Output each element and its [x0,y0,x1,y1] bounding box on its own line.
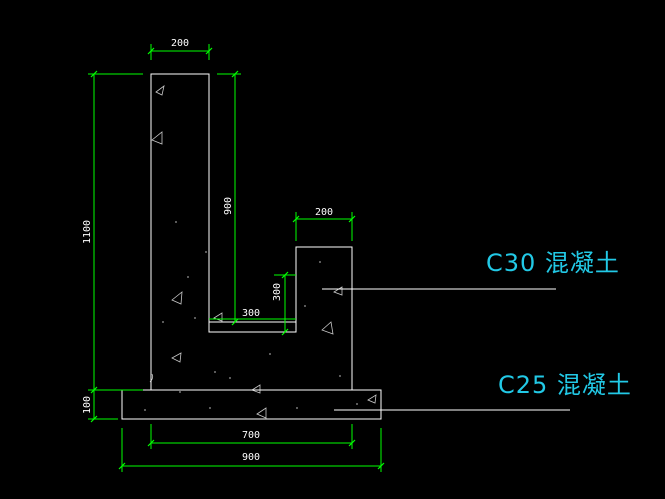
dim-tick [118,462,126,470]
dim-tick [147,439,155,447]
structure-outline [121,73,382,420]
concrete-hatch [149,85,377,419]
hatch-dot [144,409,146,411]
hatch-mark [171,352,182,363]
dimension-ticks [90,47,385,470]
trough-bottom-line [208,321,297,333]
upper-concrete-outline [150,73,353,391]
dim-tick [205,47,213,55]
dim-tick [348,215,356,223]
base-slab-outline [121,389,382,420]
hatch-mark [155,85,165,96]
hatch-dot [179,391,181,393]
dim-top-200-label: 200 [171,38,189,49]
dim-tick [292,215,300,223]
hatch-mark [213,312,223,322]
concrete-dots [144,221,358,411]
dim-tick [90,415,98,423]
dim-100-label: 100 [82,396,93,414]
dim-tick [231,318,239,326]
dim-900-vertical-label: 900 [223,197,234,215]
dim-tick [90,70,98,78]
dim-300-vertical-label: 300 [272,283,283,301]
hatch-mark [151,131,163,145]
hatch-dot [339,375,341,377]
dim-1100-label: 1100 [82,220,93,244]
hatch-mark [321,321,334,335]
hatch-dot [229,377,231,379]
hatch-mark [256,407,267,419]
dim-700-label: 700 [242,430,260,441]
dim-tick [90,386,98,394]
hatch-dot [187,276,189,278]
hatch-dot [269,353,271,355]
hatch-dot [356,403,358,405]
dim-right-200-label: 200 [315,207,333,218]
hatch-dot [296,407,298,409]
hatch-dot [162,321,164,323]
dim-tick [348,439,356,447]
hatch-dot [214,371,216,373]
dim-tick [281,271,289,279]
dim-tick [281,328,289,336]
hatch-dot [304,305,306,307]
c30-material-label: C30 混凝土 [486,249,620,277]
hatch-dot [205,251,207,253]
dim-900-bottom-label: 900 [242,452,260,463]
hatch-dot [194,317,196,319]
dim-tick [147,47,155,55]
hatch-dot [209,407,211,409]
hatch-mark [367,394,377,404]
hatch-mark [251,384,261,394]
hatch-dot [175,221,177,223]
c25-material-label: C25 混凝土 [498,371,632,399]
hatch-mark [171,291,183,305]
dim-tick [231,70,239,78]
dimension-lines [88,44,382,472]
hatch-mark [333,286,343,296]
dim-300-horizontal-label: 300 [242,308,260,319]
dim-tick [377,462,385,470]
hatch-dot [319,261,321,263]
